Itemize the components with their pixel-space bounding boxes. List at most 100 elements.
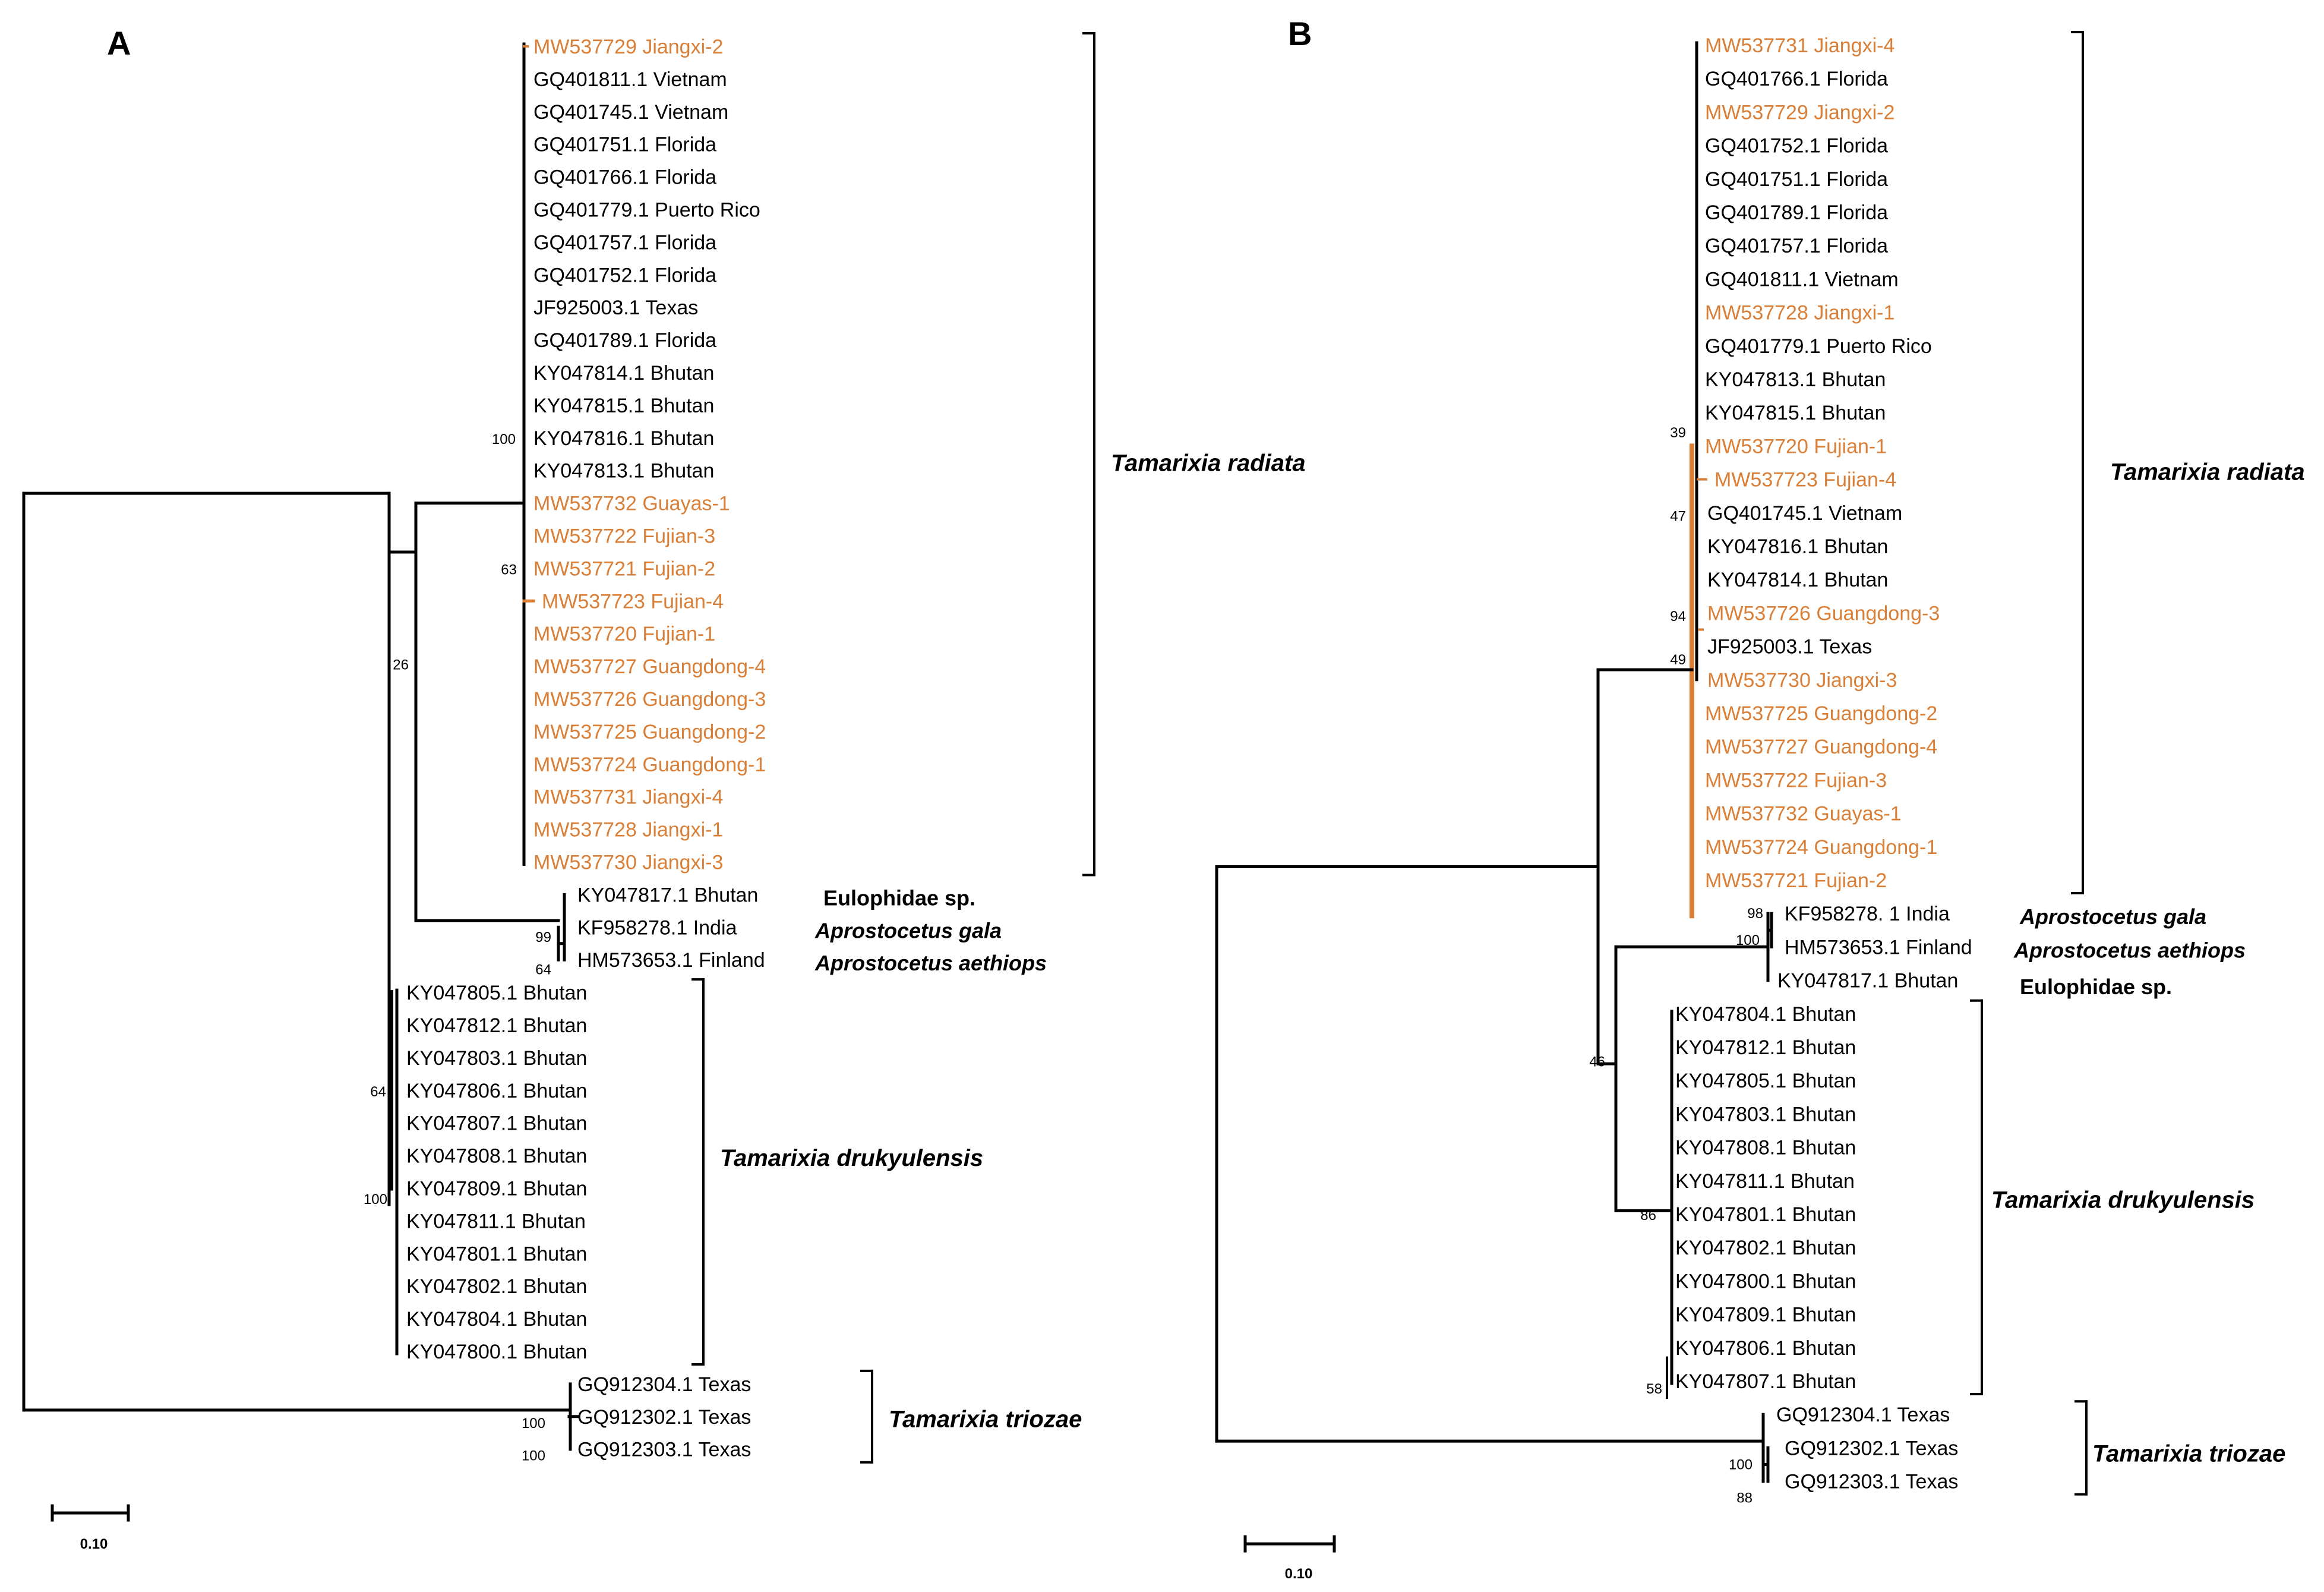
support-value: 94	[1670, 609, 1686, 625]
leaf-label: KY047802.1 Bhutan	[406, 1275, 587, 1298]
leaf-label: MW537728 Jiangxi-1	[533, 819, 723, 841]
leaf-label: MW537732 Guayas-1	[533, 493, 730, 515]
leaf-label: MW537726 Guangdong-3	[1707, 602, 1940, 625]
clade-label-drukyulensis: Tamarixia drukyulensis	[1991, 1187, 2254, 1213]
leaf-label: GQ912302.1 Texas	[1785, 1437, 1958, 1459]
leaf-label: KY047817.1 Bhutan	[577, 884, 758, 906]
clade-label-triozae: Tamarixia triozae	[889, 1406, 1082, 1432]
leaf-label: MW537723 Fujian-4	[1714, 469, 1896, 491]
support-value: 100	[492, 431, 516, 447]
leaf-label: MW537725 Guangdong-2	[1705, 702, 1937, 725]
leaf-label: KF958278.1 India	[577, 916, 737, 939]
support-value: 64	[535, 962, 551, 978]
support-value: 100	[522, 1448, 545, 1464]
leaf-label: GQ912304.1 Texas	[1776, 1404, 1950, 1426]
support-value: 39	[1670, 425, 1686, 441]
support-value: 98	[1747, 906, 1763, 922]
support-value: 86	[1640, 1208, 1656, 1224]
leaf-label: GQ401757.1 Florida	[533, 231, 716, 254]
leaf-label: KY047801.1 Bhutan	[1675, 1203, 1856, 1226]
leaf-label: MW537724 Guangdong-1	[1705, 836, 1937, 859]
leaf-label: MW537730 Jiangxi-3	[1707, 669, 1897, 692]
support-value: 47	[1670, 508, 1686, 524]
leaf-label: MW537732 Guayas-1	[1705, 803, 1902, 825]
leaf-label: MW537727 Guangdong-4	[533, 655, 766, 678]
outgroup-label-gala: Aprostocetus gala	[814, 918, 1002, 942]
support-value: 58	[1646, 1381, 1662, 1397]
leaf-label: KY047811.1 Bhutan	[406, 1210, 586, 1232]
leaf-label: KY047803.1 Bhutan	[1675, 1103, 1856, 1126]
leaf-label: MW537722 Fujian-3	[533, 525, 715, 548]
leaf-label: MW537729 Jiangxi-2	[1705, 101, 1894, 124]
leaf-label: GQ401751.1 Florida	[533, 134, 716, 156]
leaf-label: MW537721 Fujian-2	[533, 557, 715, 580]
scale-bar-label: 0.10	[80, 1536, 108, 1552]
support-value: 49	[1670, 652, 1686, 668]
leaf-label: KY047813.1 Bhutan	[533, 460, 714, 483]
leaf-label: KY047806.1 Bhutan	[1675, 1337, 1856, 1360]
leaf-label: KY047814.1 Bhutan	[533, 362, 714, 384]
support-value: 26	[393, 657, 409, 673]
leaf-label: KY047811.1 Bhutan	[1675, 1170, 1855, 1193]
leaf-label: GQ401752.1 Florida	[533, 264, 716, 286]
leaf-label: KY047801.1 Bhutan	[406, 1243, 587, 1265]
leaf-label: KY047802.1 Bhutan	[1675, 1237, 1856, 1259]
outgroup-label-aethiops: Aprostocetus aethiops	[814, 951, 1047, 975]
clade-label-drukyulensis: Tamarixia drukyulensis	[720, 1145, 983, 1171]
leaf-label: GQ401745.1 Vietnam	[533, 101, 728, 124]
leaf-label: KY047804.1 Bhutan	[406, 1308, 587, 1331]
leaf-label: GQ401751.1 Florida	[1705, 168, 1888, 191]
leaf-label: GQ401811.1 Vietnam	[533, 68, 727, 91]
leaf-label: GQ401789.1 Florida	[1705, 201, 1888, 224]
leaf-label: KY047809.1 Bhutan	[406, 1178, 587, 1200]
leaf-label: KY047805.1 Bhutan	[406, 982, 587, 1004]
outgroup-label-eulophidae: Eulophidae sp.	[2020, 975, 2172, 999]
leaf-label: GQ401752.1 Florida	[1705, 135, 1888, 157]
support-value: 100	[522, 1416, 545, 1432]
leaf-label: KY047806.1 Bhutan	[406, 1080, 587, 1102]
leaf-label: GQ401766.1 Florida	[533, 166, 716, 189]
leaf-label: GQ912302.1 Texas	[577, 1406, 751, 1429]
leaf-label: GQ912304.1 Texas	[577, 1373, 751, 1396]
support-value: 100	[1729, 1457, 1753, 1473]
leaf-label: KY047800.1 Bhutan	[406, 1341, 587, 1363]
leaf-label: KY047807.1 Bhutan	[406, 1112, 587, 1135]
leaf-label: KY047815.1 Bhutan	[1705, 402, 1886, 424]
leaf-label: KY047815.1 Bhutan	[533, 395, 714, 417]
leaf-label: KY047816.1 Bhutan	[1707, 535, 1888, 558]
leaf-label: MW537730 Jiangxi-3	[533, 852, 723, 874]
leaf-label: KY047808.1 Bhutan	[406, 1145, 587, 1168]
leaf-label: MW537729 Jiangxi-2	[533, 36, 723, 58]
leaf-label: JF925003.1 Texas	[533, 297, 698, 319]
leaf-label: KY047800.1 Bhutan	[1675, 1270, 1856, 1292]
support-value: 99	[535, 929, 551, 945]
leaf-label: MW537727 Guangdong-4	[1705, 736, 1937, 758]
leaf-label: HM573653.1 Finland	[577, 949, 765, 972]
panel-letter-b: B	[1288, 15, 1312, 52]
outgroup-label-aethiops: Aprostocetus aethiops	[2013, 938, 2246, 962]
leaf-label: KY047805.1 Bhutan	[1675, 1070, 1856, 1092]
leaf-label: KY047803.1 Bhutan	[406, 1047, 587, 1070]
leaf-label: MW537722 Fujian-3	[1705, 769, 1887, 792]
leaf-label: KY047817.1 Bhutan	[1777, 970, 1958, 992]
leaf-label: KY047809.1 Bhutan	[1675, 1304, 1856, 1326]
leaf-label: GQ401779.1 Puerto Rico	[1705, 335, 1932, 358]
leaf-label: JF925003.1 Texas	[1707, 636, 1872, 658]
leaf-label: GQ401766.1 Florida	[1705, 68, 1888, 90]
leaf-label: GQ401757.1 Florida	[1705, 235, 1888, 257]
leaf-label: KY047814.1 Bhutan	[1707, 569, 1888, 591]
leaf-label: MW537720 Fujian-1	[1705, 435, 1887, 458]
leaf-label: HM573653.1 Finland	[1785, 936, 1972, 959]
outgroup-label-eulophidae: Eulophidae sp.	[823, 885, 975, 910]
leaf-label: GQ401811.1 Vietnam	[1705, 268, 1899, 291]
leaf-label: MW537724 Guangdong-1	[533, 754, 766, 776]
support-value: 64	[370, 1084, 386, 1100]
leaf-label: MW537721 Fujian-2	[1705, 869, 1887, 892]
support-value: 63	[501, 562, 517, 578]
leaf-label: MW537731 Jiangxi-4	[1705, 34, 1894, 57]
clade-label-radiata: Tamarixia radiata	[1111, 450, 1306, 477]
leaf-label: GQ912303.1 Texas	[577, 1439, 751, 1461]
leaf-label: KY047812.1 Bhutan	[406, 1014, 587, 1037]
